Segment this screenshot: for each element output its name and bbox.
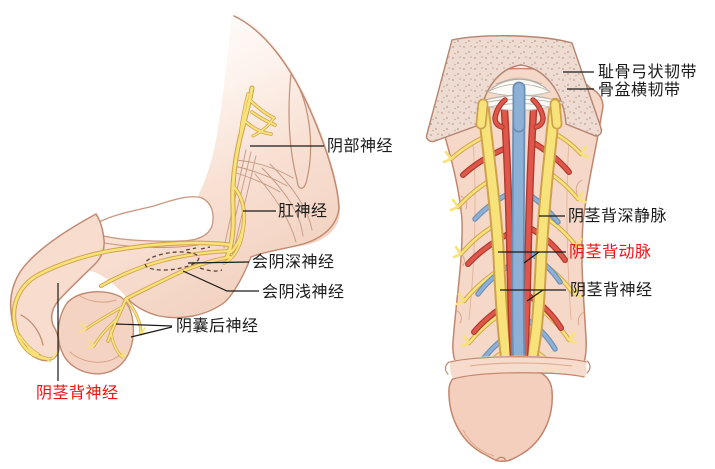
- body-bottom-edge: [128, 207, 340, 319]
- label-superficial-perineal-nerve: 会阴浅神经: [262, 282, 345, 301]
- label-deep-dorsal-vein: 阴茎背深静脉: [568, 206, 668, 225]
- label-dorsal-nerve: 阴茎背神经: [570, 280, 653, 299]
- leader-lines: [57, 71, 594, 381]
- leader-posterior-scrotal-nerve-1: [115, 323, 173, 327]
- glans-shade: [462, 429, 495, 457]
- label-anal-nerve: 肛神经: [278, 201, 328, 220]
- glans-corona-line: [20, 314, 44, 346]
- label-arcuate-pubic-ligament: 耻骨弓状韧带: [598, 62, 698, 81]
- glans-notch: [495, 456, 507, 462]
- leader-deep-perineal-nerve: [187, 261, 250, 264]
- obturator-hole: [93, 196, 214, 242]
- label-deep-perineal-nerve: 会阴深神经: [252, 252, 335, 271]
- pubic-bone-edge: [103, 242, 199, 249]
- gluteal-fold-line: [288, 73, 312, 189]
- scrotum-crease: [69, 295, 121, 363]
- label-posterior-scrotal-nerve: 阴囊后神经: [176, 316, 259, 335]
- deep-dorsal-vein-main: [511, 79, 526, 371]
- label-transverse-pelvic-ligament: 骨盆横韧带: [598, 80, 681, 99]
- nerve-top-stubs: [475, 98, 563, 130]
- leader-superficial-perineal-nerve: [182, 270, 259, 292]
- body-right-edge: [233, 15, 340, 209]
- pudendal-nerve-tree: [12, 86, 276, 363]
- pelvis-body: [30, 10, 341, 318]
- label-dorsal-nerve-of-penis: 阴茎背神经: [36, 383, 119, 402]
- surgical-dashed-outline: [144, 246, 223, 272]
- leader-dorsal-artery-2: [523, 251, 540, 264]
- glans: [448, 368, 553, 462]
- artery-top-curls: [492, 97, 546, 130]
- right-figure: [425, 35, 604, 462]
- label-dorsal-artery: 阴茎背动脉: [569, 242, 652, 261]
- label-pudendal-nerve: 阴部神经: [327, 136, 394, 155]
- pubic-arch-bone: [425, 35, 603, 143]
- dorsal-nerves-main: [476, 97, 562, 369]
- leader-dorsal-nerve-right-2: [526, 289, 544, 302]
- corona-fold: [444, 355, 591, 380]
- leader-posterior-scrotal-nerve-2: [130, 326, 173, 338]
